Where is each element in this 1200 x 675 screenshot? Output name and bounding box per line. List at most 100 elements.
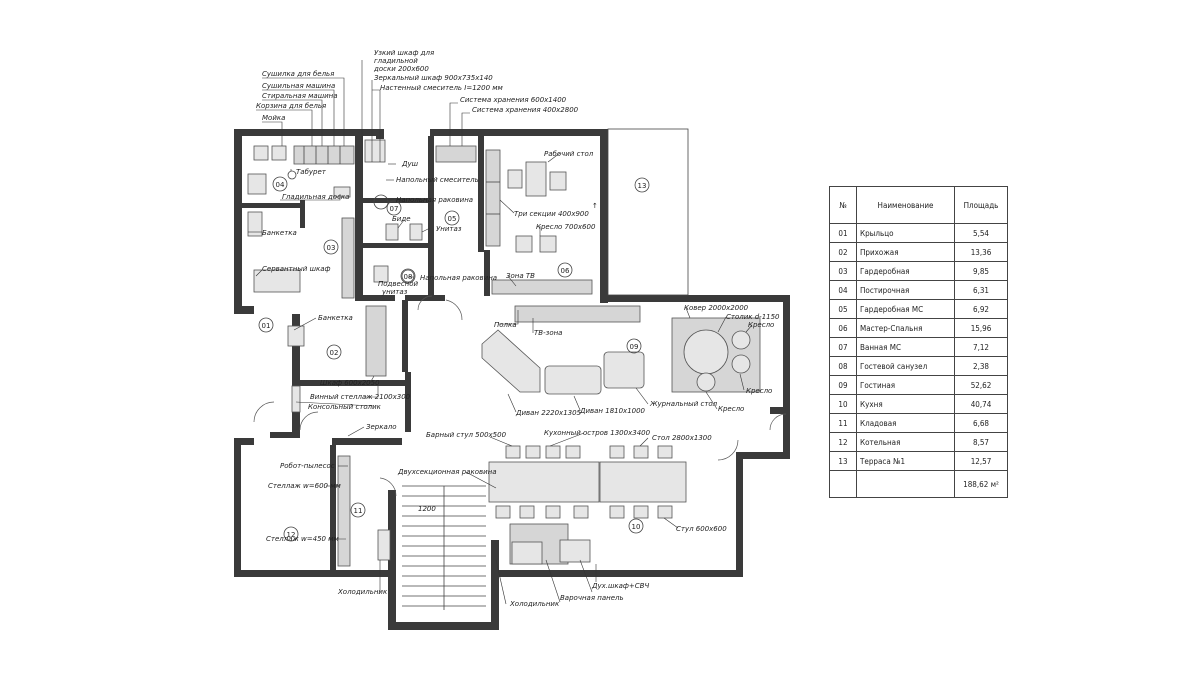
label-arrow-up: ↑	[592, 202, 598, 210]
label-kuh-ostrov: Кухонный остров 1300х3400	[544, 429, 651, 437]
label-stell-450: Стеллаж w=450 мм	[266, 535, 339, 543]
label-kreslo-700: Кресло 700х600	[536, 223, 596, 231]
label-unitaz: Унитаз	[436, 225, 462, 233]
label-bar-stul: Барный стул 500х500	[426, 431, 507, 439]
label-zhurn-stol: Журнальный стол	[649, 400, 718, 408]
label-dvuh-rak: Двухсекционная раковина	[397, 468, 497, 476]
label-holod-1: Холодильник	[337, 588, 388, 596]
room-num-11: 11	[354, 507, 363, 515]
table-cell-area: 2,38	[954, 356, 1008, 376]
table-cell-num: 04	[829, 280, 857, 300]
label-podves-2: унитаз	[381, 288, 408, 296]
table-cell-num: 12	[829, 432, 857, 452]
annotations: Сушилка для белья Сушильная машина Стира…	[256, 49, 780, 608]
room-num-08: 08	[404, 273, 413, 281]
label-holod-2: Холодильник	[509, 600, 560, 608]
label-vin-stell: Винный стеллаж 2100х300	[310, 393, 411, 401]
table-cell-area: 7,12	[954, 337, 1008, 357]
table-cell-name: Гардеробная МС	[856, 299, 955, 319]
label-bide: Биде	[392, 215, 411, 223]
label-kons-stol: Консольный столик	[308, 403, 382, 411]
table-cell-num: 08	[829, 356, 857, 376]
inner-walls	[242, 136, 490, 570]
table-cell-num: 06	[829, 318, 857, 338]
table-cell-name: Терраса №1	[856, 451, 955, 471]
table-cell-area: 6,31	[954, 280, 1008, 300]
label-moika: Мойка	[262, 114, 285, 122]
label-banketka-2: Банкетка	[318, 314, 353, 322]
table-cell-name: Кладовая	[856, 413, 955, 433]
room-num-05: 05	[448, 215, 457, 223]
label-robot: Робот-пылесос	[280, 462, 335, 470]
label-divan-2220: Диван 2220х1305	[515, 409, 582, 417]
label-glad-doska: Гладильная доска	[282, 193, 349, 201]
label-stir-mash: Стиральная машина	[262, 92, 338, 100]
table-cell-area: 15,96	[954, 318, 1008, 338]
label-duh-shkaf: Дух.шкаф+СВЧ	[591, 582, 649, 590]
room-num-01: 01	[262, 322, 271, 330]
room-num-02: 02	[330, 349, 339, 357]
label-napol-smes: Напольный смеситель	[396, 176, 479, 184]
table-cell-num: 09	[829, 375, 857, 395]
table-cell-num: 02	[829, 242, 857, 262]
label-kreslo-c: Кресло	[718, 405, 744, 413]
label-divan-1810: Диван 1810х1000	[579, 407, 646, 415]
table-cell-name: Гостиная	[856, 375, 955, 395]
table-cell-num: 03	[829, 261, 857, 281]
label-uzk-shkaf-3: доски 200х600	[373, 65, 429, 73]
room-num-04: 04	[276, 181, 285, 189]
label-stolik: Столик d-1150	[726, 313, 780, 321]
label-dim-1200: 1200	[418, 505, 436, 513]
label-sushilka: Сушилка для белья	[262, 70, 334, 78]
furniture	[247, 139, 761, 610]
table-cell-name: Мастер-Спальня	[856, 318, 955, 338]
room-num-10: 10	[632, 523, 641, 531]
label-serv-shkaf: Сервантный шкаф	[262, 265, 331, 273]
table-cell-area: 9,85	[954, 261, 1008, 281]
table-cell-name: Котельная	[856, 432, 955, 452]
table-cell-num: 10	[829, 394, 857, 414]
table-cell-num: 07	[829, 337, 857, 357]
label-podves-1: Подвесной	[378, 280, 419, 288]
label-sist-hran-2: Система хранения 400х2800	[472, 106, 579, 114]
room-num-12: 12	[287, 531, 296, 539]
table-cell-name: Гостевой санузел	[856, 356, 955, 376]
table-cell-name: Гардеробная	[856, 261, 955, 281]
label-napol-rak: Напольная раковина	[396, 196, 473, 204]
table-cell-area: 6,92	[954, 299, 1008, 319]
label-uzk-shkaf-2: гладильной	[374, 57, 418, 65]
table-cell-name: Постирочная	[856, 280, 955, 300]
room-num-13: 13	[638, 182, 647, 190]
label-zona-tv: Зона ТВ	[506, 272, 535, 280]
table-head-area: Площадь	[954, 186, 1008, 224]
label-banketka-1: Банкетка	[262, 229, 297, 237]
label-var-pan: Варочная панель	[560, 594, 624, 602]
label-sist-hran-1: Система хранения 600х1400	[460, 96, 567, 104]
label-rab-stol: Рабочий стол	[544, 150, 594, 158]
table-cell-area: 13,36	[954, 242, 1008, 262]
label-korzina: Корзина для белья	[256, 102, 326, 110]
label-kreslo-b: Кресло	[746, 387, 772, 395]
room-num-06: 06	[561, 267, 570, 275]
doors	[253, 295, 787, 497]
label-uzk-shkaf-1: Узкий шкаф для	[374, 49, 434, 57]
table-cell-area: 8,57	[954, 432, 1008, 452]
label-tv-zona: ТВ-зона	[534, 329, 562, 337]
table-cell-area: 6,68	[954, 413, 1008, 433]
label-kover: Ковер 2000х2000	[684, 304, 749, 312]
label-tri-sekcii: Три секции 400х900	[514, 210, 589, 218]
terrace-outline	[607, 128, 689, 296]
